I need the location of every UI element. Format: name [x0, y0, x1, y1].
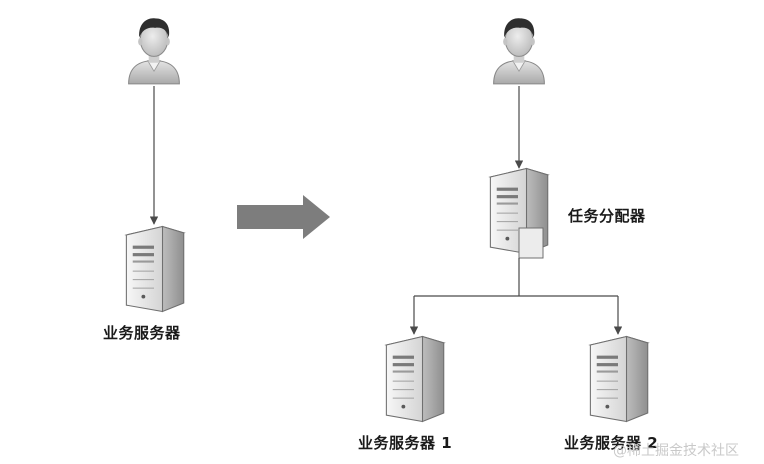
left-server-label: 业务服务器 [103, 324, 181, 342]
left-server [125, 225, 185, 313]
server-1 [385, 335, 445, 423]
left-user [128, 17, 180, 85]
user-icon [493, 17, 545, 85]
dispatcher-server [489, 167, 549, 259]
right-arrow-icon [237, 195, 330, 239]
dispatcher-label: 任务分配器 [568, 207, 646, 225]
server-icon [385, 335, 445, 423]
watermark: @稀土掘金技术社区 [613, 443, 739, 459]
user-icon [128, 17, 180, 85]
server-1-label: 业务服务器 1 [358, 434, 453, 452]
server-icon [589, 335, 649, 423]
server-2-label: 业务服务器 2 [564, 434, 659, 452]
dispatcher-badge [518, 227, 544, 259]
server-icon [125, 225, 185, 313]
server-2 [589, 335, 649, 423]
right-user [493, 17, 545, 85]
